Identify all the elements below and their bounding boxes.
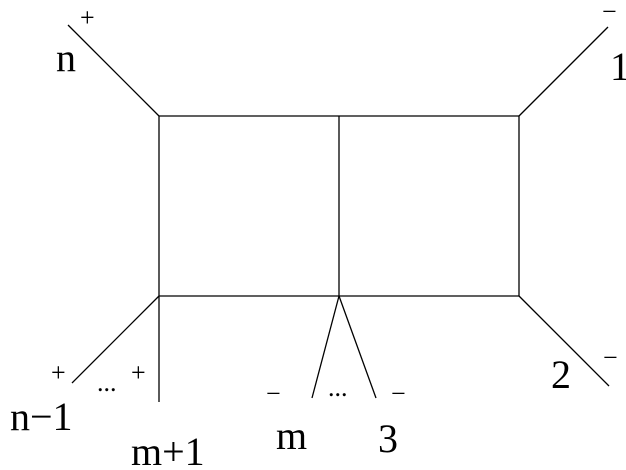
label-left-ellipsis: ... bbox=[97, 368, 117, 397]
leg-3 bbox=[338, 295, 377, 399]
label-2-helicity: − bbox=[603, 343, 618, 372]
label-middle-ellipsis: ... bbox=[328, 373, 348, 402]
label-m-plus-1: m+1 bbox=[131, 429, 205, 470]
box-frame bbox=[158, 115, 520, 297]
label-n-minus-1: n−1 bbox=[10, 394, 73, 439]
label-3-helicity: − bbox=[391, 379, 406, 408]
label-1: 1 bbox=[610, 44, 626, 89]
leg-2 bbox=[518, 295, 610, 387]
leg-1 bbox=[518, 26, 609, 117]
external-legs bbox=[67, 24, 610, 402]
label-m-helicity: − bbox=[266, 379, 281, 408]
leg-labels: n + 1 − 2 − + ... + n−1 m+1 − ... − m 3 bbox=[10, 0, 626, 470]
leg-n-minus-1 bbox=[71, 295, 160, 384]
label-3: 3 bbox=[378, 416, 398, 461]
label-m: m bbox=[276, 413, 307, 458]
label-2: 2 bbox=[551, 352, 571, 397]
leg-n bbox=[67, 24, 160, 117]
label-n-minus-1-helicity: + bbox=[51, 358, 66, 387]
label-n-helicity: + bbox=[80, 3, 95, 32]
leg-m bbox=[311, 295, 340, 399]
label-m-plus-1-helicity: + bbox=[131, 358, 146, 387]
label-1-helicity: − bbox=[602, 0, 617, 26]
label-n: n bbox=[56, 35, 76, 80]
